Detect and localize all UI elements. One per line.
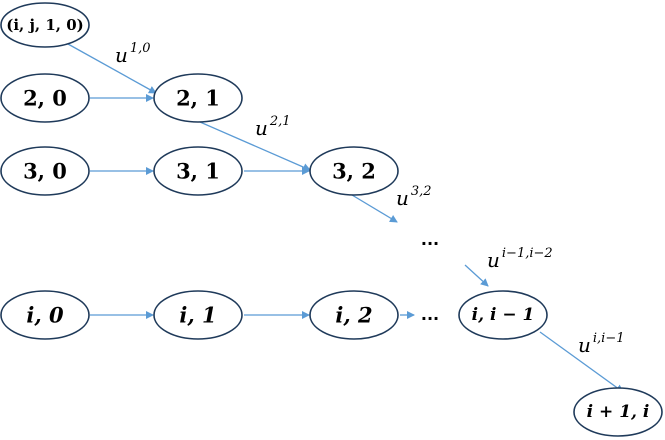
node-label: i, i − 1 <box>472 305 535 325</box>
node-label: 3, 0 <box>23 159 67 184</box>
node-label: i, 0 <box>26 303 64 328</box>
node-ellipse <box>0 2 90 48</box>
edge-n-32-to-dots-mid <box>351 194 398 223</box>
node-ellipse <box>309 290 399 340</box>
node-i0: i, 0 <box>0 290 90 340</box>
node-ellipse <box>153 73 243 123</box>
node-20: 2, 0 <box>0 73 90 123</box>
node-i1: i, 1 <box>153 290 243 340</box>
node-label: 3, 1 <box>176 159 220 184</box>
node-label: i + 1, i <box>587 402 650 422</box>
node-32: 3, 2 <box>309 146 399 196</box>
edges-layer <box>67 43 624 393</box>
edge-dots-mid-to-n-ii1 <box>464 264 489 287</box>
node-i2: i, 2 <box>309 290 399 340</box>
node-31: 3, 1 <box>153 146 243 196</box>
ellipsis-dots-row: ... <box>421 305 439 324</box>
node-ellipse <box>0 73 90 123</box>
node-ellipse <box>458 290 548 340</box>
node-ellipse <box>0 290 90 340</box>
node-ij10: (i, j, 1, 0) <box>0 2 90 48</box>
node-label: i, 2 <box>335 303 372 328</box>
node-ellipse <box>0 146 90 196</box>
node-label: (i, j, 1, 0) <box>6 16 84 34</box>
node-21: 2, 1 <box>153 73 243 123</box>
ellipsis-dots-mid: ... <box>421 230 439 249</box>
node-ii1: i, i − 1 <box>458 290 548 340</box>
node-label: 2, 0 <box>23 86 67 111</box>
node-ellipse <box>309 146 399 196</box>
node-ellipse <box>573 387 663 437</box>
edge-n-ii1-to-n-i1i <box>539 331 624 393</box>
node-label: 3, 2 <box>332 159 376 184</box>
edge-n-21-to-n-32 <box>199 121 311 171</box>
node-ellipse <box>153 290 243 340</box>
node-30: 3, 0 <box>0 146 90 196</box>
edge-n-ij10-to-n-21 <box>67 43 157 94</box>
node-i1i: i + 1, i <box>573 387 663 437</box>
node-ellipse <box>153 146 243 196</box>
node-label: 2, 1 <box>176 86 220 111</box>
node-label: i, 1 <box>179 303 216 328</box>
